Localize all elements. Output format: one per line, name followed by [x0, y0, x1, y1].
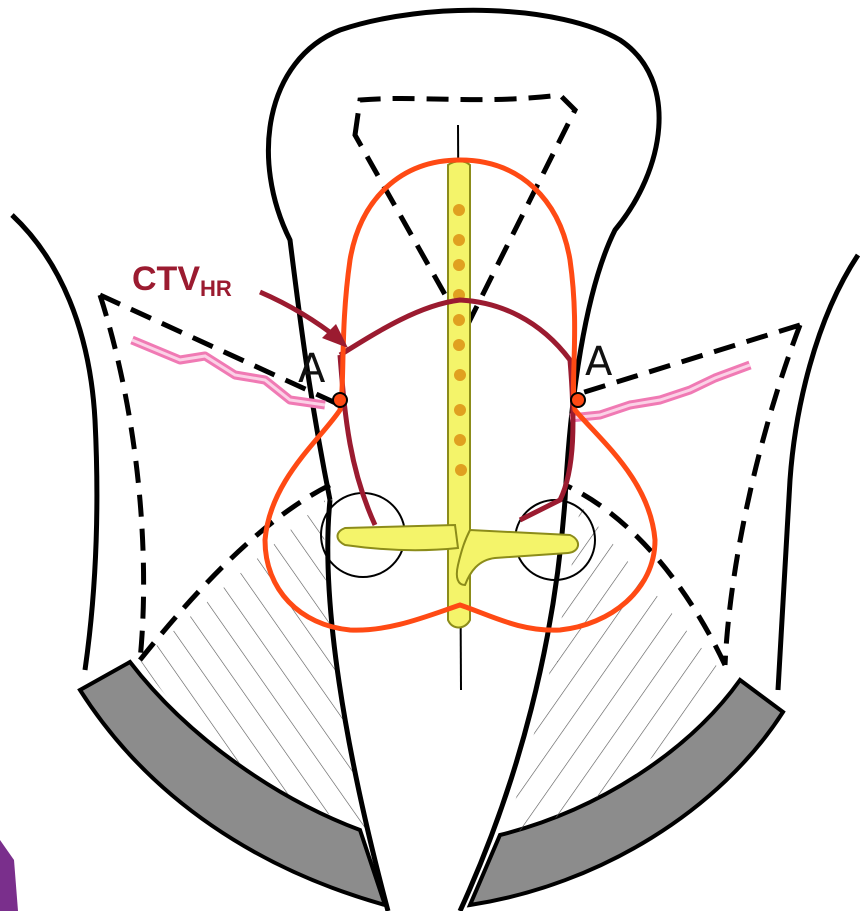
- ctv-label-subscript: HR: [200, 276, 232, 301]
- left-ovoid-applicator: [338, 525, 459, 550]
- ctv-hr-label: CTVHR: [132, 260, 232, 301]
- point-a-left-marker: [333, 393, 347, 407]
- left-pelvic-wall-outline: [12, 215, 97, 670]
- right-pelvic-wall-outline: [778, 255, 858, 690]
- corner-artifact: [0, 840, 18, 911]
- point-a-right-marker: [571, 393, 585, 407]
- ctv-label-main: CTV: [132, 260, 200, 298]
- point-a-left-label: A: [298, 346, 326, 392]
- point-a-right-label: A: [585, 339, 613, 385]
